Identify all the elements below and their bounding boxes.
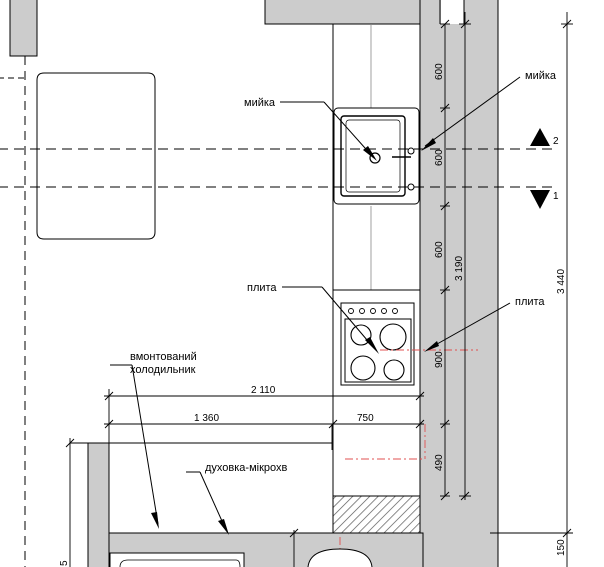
sink bbox=[333, 107, 420, 205]
dimension-lines bbox=[65, 12, 573, 567]
dim-600-top: 600 bbox=[434, 63, 445, 80]
burner-icon bbox=[379, 323, 407, 351]
dim-900: 900 bbox=[434, 351, 445, 368]
wall-right bbox=[419, 0, 499, 567]
hatched-unit bbox=[332, 495, 421, 534]
bottom-fixture bbox=[307, 548, 373, 567]
dim-600-mid: 600 bbox=[434, 241, 445, 258]
dim-3190: 3 190 bbox=[454, 256, 465, 281]
stove bbox=[340, 302, 415, 386]
walls bbox=[9, 0, 499, 567]
table-outline bbox=[36, 72, 156, 240]
dim-750: 750 bbox=[357, 413, 374, 424]
section-mark-1: 1 bbox=[553, 191, 559, 202]
fridge-label-line2: холодильник bbox=[130, 364, 196, 376]
dim-3440: 3 440 bbox=[556, 269, 567, 294]
dim-2110: 2 110 bbox=[251, 385, 276, 396]
section-arrow-down-icon bbox=[530, 190, 550, 209]
dim-150: 150 bbox=[556, 539, 567, 556]
faucet-icon bbox=[407, 147, 415, 155]
countertop bbox=[332, 23, 421, 497]
sink-label-right: мийка bbox=[525, 70, 557, 82]
fridge-label-line1: вмонтований bbox=[130, 351, 197, 363]
arrowheads bbox=[151, 138, 439, 535]
stove-label-left: плита bbox=[247, 282, 277, 294]
dim-5: 5 bbox=[59, 560, 70, 566]
wall-top-left bbox=[9, 0, 38, 57]
burner-icon bbox=[383, 359, 405, 381]
dim-1360: 1 360 bbox=[194, 413, 219, 424]
oven-label: духовка-мікрохв bbox=[205, 462, 288, 474]
wall-left bbox=[87, 442, 110, 567]
wall-gap bbox=[441, 0, 464, 24]
dim-490: 490 bbox=[434, 454, 445, 471]
sink-label-left: мийка bbox=[244, 97, 276, 109]
section-arrow-up-icon bbox=[530, 128, 550, 146]
burner-icon bbox=[350, 355, 376, 381]
stove-label-right: плита bbox=[515, 296, 545, 308]
counter-run bbox=[332, 23, 421, 497]
dim-600-sink: 600 bbox=[434, 149, 445, 166]
wall-top bbox=[264, 0, 441, 25]
section-mark-2: 2 bbox=[553, 136, 559, 147]
